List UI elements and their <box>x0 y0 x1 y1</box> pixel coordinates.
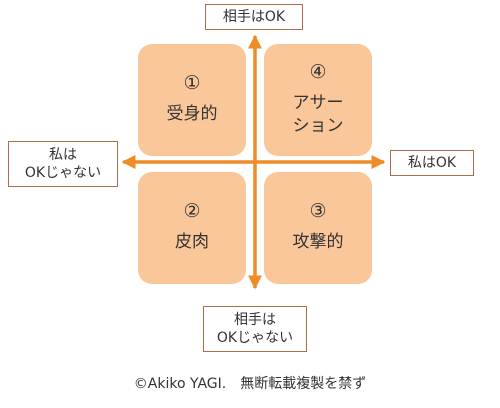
quadrant-number: ④ <box>309 60 327 83</box>
axis-label-left: 私は OKじゃない <box>8 141 118 187</box>
axis-label-right: 私はOK <box>390 150 474 176</box>
quadrant-label: 受身的 <box>166 104 218 125</box>
axis-label-top: 相手はOK <box>205 4 303 30</box>
quadrant-number: ③ <box>309 200 327 223</box>
quadrant-assertion: ④ アサー ション <box>264 44 372 156</box>
copyright-notice: ©Akiko YAGI. 無断転載複製を禁ず <box>133 376 367 392</box>
quadrant-sarcasm: ② 皮肉 <box>138 172 246 284</box>
axis-label-bottom: 相手は OKじゃない <box>203 306 307 352</box>
quadrant-number: ① <box>183 72 201 95</box>
quadrant-label: 攻撃的 <box>292 232 344 253</box>
quadrant-aggressive: ③ 攻撃的 <box>264 172 372 284</box>
quadrant-number: ② <box>183 200 201 223</box>
quadrant-label: 皮肉 <box>175 232 209 253</box>
quadrant-label: アサー ション <box>292 92 344 136</box>
quadrant-passive: ① 受身的 <box>138 44 246 156</box>
